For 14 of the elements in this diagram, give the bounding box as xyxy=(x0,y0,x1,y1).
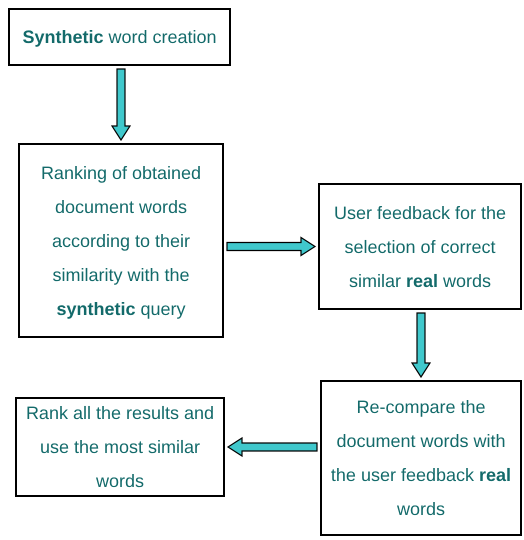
process-box xyxy=(15,397,225,497)
block-arrow xyxy=(110,68,132,142)
process-box xyxy=(318,183,522,310)
box-text: Re-compare the document words with the user feedback real words xyxy=(330,396,512,521)
process-box xyxy=(18,143,224,338)
box-text: Ranking of obtained document words according to their similarity with the synthetic query xyxy=(40,162,202,321)
box-text: User feedback for the selection of correct similar real words xyxy=(332,202,508,292)
box-text: Rank all the results and use the most similar words xyxy=(24,402,216,493)
block-arrow xyxy=(226,436,318,458)
box-text: Synthetic word creation xyxy=(22,26,217,49)
process-box xyxy=(320,380,522,536)
process-box xyxy=(8,8,231,66)
block-arrow xyxy=(410,312,432,378)
block-arrow xyxy=(226,236,316,257)
